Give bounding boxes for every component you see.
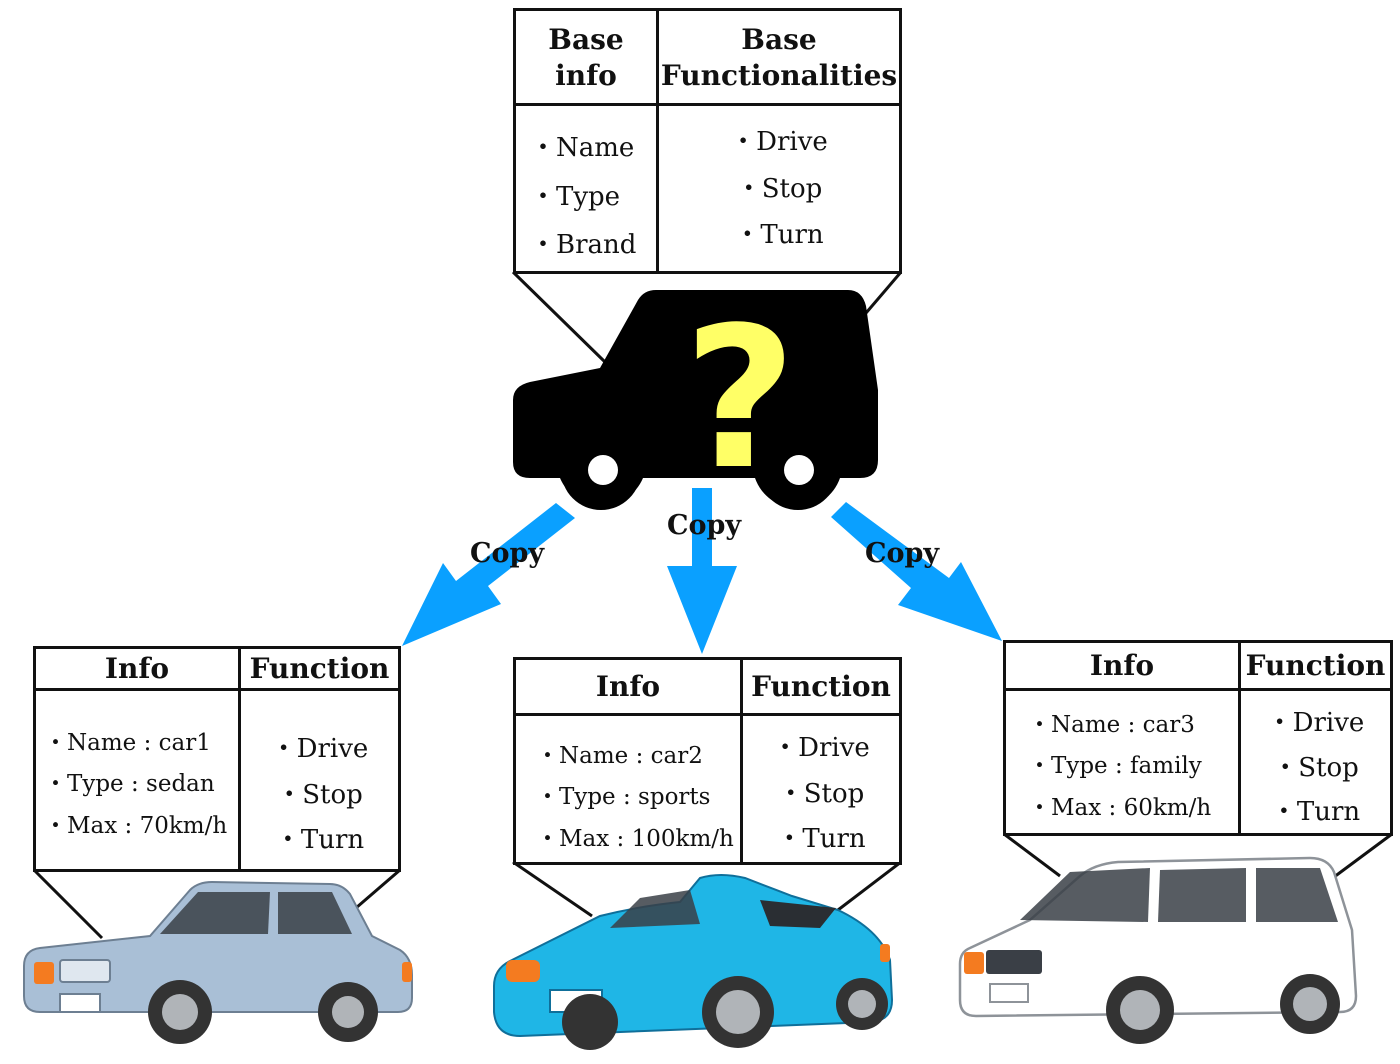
- family-van-icon: [958, 856, 1358, 1044]
- car3-connector-lines: [1003, 832, 1393, 882]
- car1-table-header-rule: [36, 688, 398, 691]
- base-info-item: ・Name: [530, 132, 635, 163]
- base-function-item: ・Drive: [730, 126, 828, 157]
- base-functionalities-header: Base Functionalities: [660, 22, 898, 92]
- car1-function-list: ・Drive ・Stop ・Turn: [241, 719, 398, 865]
- car3-function-header: Function: [1245, 648, 1386, 682]
- car3-table-divider: [1238, 643, 1241, 833]
- base-info-list: ・Name ・Type ・Brand: [530, 115, 656, 273]
- car2-function-item: ・Turn: [776, 824, 866, 855]
- car1-function-header: Function: [249, 651, 390, 685]
- car3-function-item: ・Stop: [1272, 752, 1359, 783]
- car1-info-list: ・Name : car1 ・Type : sedan ・Max : 70km/h: [44, 715, 238, 847]
- base-function-item: ・Stop: [735, 173, 823, 204]
- car3-info-header: Info: [1089, 648, 1155, 682]
- car3-info-item: ・Name : car3: [1028, 711, 1195, 738]
- car2-table-header-rule: [516, 713, 899, 716]
- base-table-divider: [656, 11, 659, 271]
- car2-info-item: ・Type : sports: [536, 784, 711, 810]
- copy-arrow-left: [402, 503, 575, 646]
- car1-function-item: ・Stop: [276, 779, 363, 810]
- car3-table-header-rule: [1006, 688, 1390, 691]
- mystery-car-hub-right: [784, 455, 814, 485]
- car3-info-item: ・Max : 60km/h: [1028, 794, 1212, 821]
- car3-function-item: ・Turn: [1270, 796, 1361, 827]
- copy-arrows: [402, 488, 1002, 654]
- question-mark: ?: [683, 285, 796, 512]
- car1-function-item: ・Turn: [274, 825, 365, 856]
- car2-connector-lines: [512, 860, 902, 918]
- car2-function-item: ・Stop: [777, 778, 865, 809]
- car2-object-table: Info Function ・Name : car2 ・Type : sport…: [513, 657, 902, 865]
- base-function-list: ・Drive ・Stop ・Turn: [659, 111, 899, 261]
- sedan-car-icon: [23, 880, 413, 1044]
- car1-info-item: ・Type : sedan: [44, 771, 215, 797]
- mystery-car-icon: ?: [513, 285, 878, 512]
- car2-function-item: ・Drive: [772, 732, 870, 763]
- car1-info-item: ・Name : car1: [44, 729, 211, 756]
- base-info-header: Base info: [548, 22, 624, 92]
- car3-function-list: ・Drive ・Stop ・Turn: [1241, 695, 1390, 835]
- car3-object-table: Info Function ・Name : car3 ・Type : famil…: [1003, 640, 1393, 836]
- car2-info-header: Info: [595, 669, 661, 703]
- car1-object-table: Info Function ・Name : car1 ・Type : sedan…: [33, 646, 401, 872]
- car1-function-item: ・Drive: [270, 733, 369, 764]
- mystery-car-hub-left: [588, 455, 618, 485]
- car2-function-header: Function: [751, 669, 891, 703]
- car2-info-item: ・Name : car2: [536, 742, 703, 769]
- base-function-item: ・Turn: [734, 220, 824, 251]
- car2-function-list: ・Drive ・Stop ・Turn: [743, 718, 899, 864]
- copy-arrow-center: [667, 488, 737, 654]
- car3-info-list: ・Name : car3 ・Type : family ・Max : 60km/…: [1028, 697, 1238, 829]
- base-info-item: ・Brand: [530, 230, 637, 261]
- base-info-item: ・Type: [530, 181, 621, 212]
- sports-car-icon: [493, 874, 894, 1050]
- car2-table-divider: [740, 660, 743, 862]
- car3-function-item: ・Drive: [1266, 708, 1365, 739]
- car1-table-divider: [238, 649, 241, 869]
- car3-info-item: ・Type : family: [1028, 753, 1202, 779]
- copy-arrow-right: [831, 502, 1002, 641]
- copy-label-center: Copy: [667, 510, 742, 541]
- copy-label-right: Copy: [865, 538, 940, 569]
- car2-info-list: ・Name : car2 ・Type : sports ・Max : 100km…: [536, 728, 740, 860]
- copy-label-left: Copy: [470, 538, 545, 569]
- car1-info-item: ・Max : 70km/h: [44, 812, 228, 839]
- base-class-table: Base info Base Functionalities ・Name ・Ty…: [513, 8, 902, 274]
- car2-info-item: ・Max : 100km/h: [536, 825, 734, 852]
- base-table-header-rule: [516, 103, 899, 106]
- car1-info-header: Info: [104, 651, 170, 685]
